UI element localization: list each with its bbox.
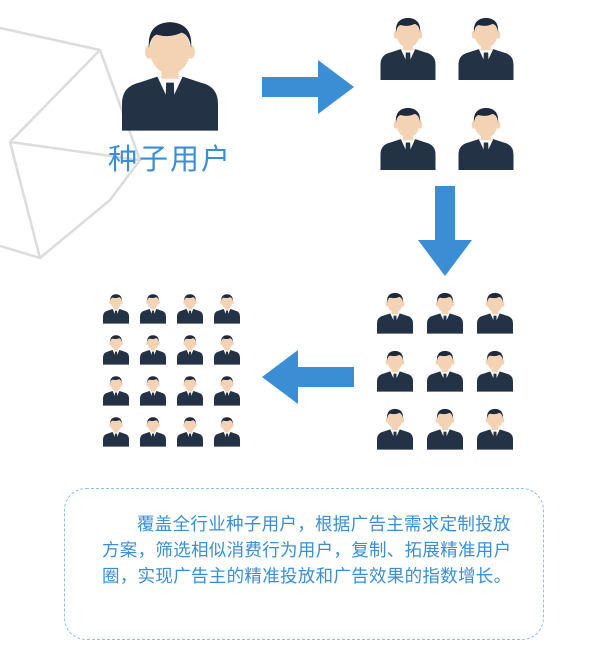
user-icon: [214, 415, 240, 447]
user-icon: [477, 406, 513, 450]
user-icon: [140, 333, 166, 365]
user-icon: [177, 333, 203, 365]
user-icon: [140, 415, 166, 447]
user-icon: [103, 333, 129, 365]
user-icon: [427, 290, 463, 334]
user-icon: [458, 104, 514, 170]
user-icon: [477, 348, 513, 392]
user-icon: [458, 14, 514, 80]
description-box: [64, 488, 544, 640]
arrow-left-icon: [262, 350, 354, 404]
arrow-down-icon: [418, 186, 472, 276]
seed-user-label: 种子用户: [107, 142, 232, 176]
user-icon: [103, 374, 129, 406]
user-icon: [380, 14, 436, 80]
user-icon: [427, 348, 463, 392]
user-icon: [177, 415, 203, 447]
user-icon: [377, 290, 413, 334]
user-icon: [427, 406, 463, 450]
user-icon: [214, 333, 240, 365]
user-icon: [377, 348, 413, 392]
user-icon: [103, 292, 129, 324]
user-icon: [214, 292, 240, 324]
seed-user-icon: [122, 14, 218, 132]
description-text: 覆盖全行业种子用户，根据广告主需求定制投放方案，筛选相似消费行为用户，复制、拓展…: [102, 515, 512, 587]
user-icon: [214, 374, 240, 406]
user-icon: [140, 292, 166, 324]
user-icon: [377, 406, 413, 450]
user-icon: [103, 415, 129, 447]
user-icon: [477, 290, 513, 334]
user-icon: [380, 104, 436, 170]
user-icon: [140, 374, 166, 406]
user-icon: [177, 374, 203, 406]
arrow-right-icon: [262, 60, 354, 114]
user-icon: [177, 292, 203, 324]
